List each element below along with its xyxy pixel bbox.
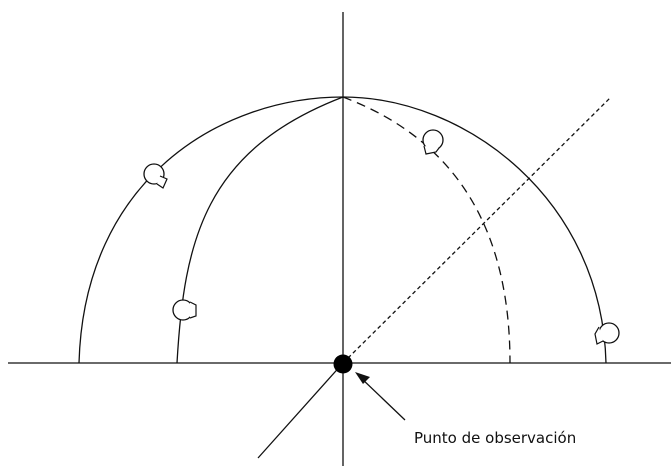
arrow-icon <box>355 372 370 384</box>
inner-left-arc <box>176 96 344 364</box>
lower-diagonal-line <box>257 362 344 459</box>
dashed-right-arc <box>342 96 511 364</box>
satellite-icon <box>422 129 444 155</box>
satellite-icon <box>594 322 620 345</box>
satellite-icon <box>143 163 168 189</box>
observer-point-icon <box>333 354 353 374</box>
arrow-shaft <box>359 376 406 421</box>
dotted-diagonal-line <box>342 97 611 364</box>
observation-point-label: Punto de observación <box>414 429 577 447</box>
satellite-icon <box>172 299 197 321</box>
